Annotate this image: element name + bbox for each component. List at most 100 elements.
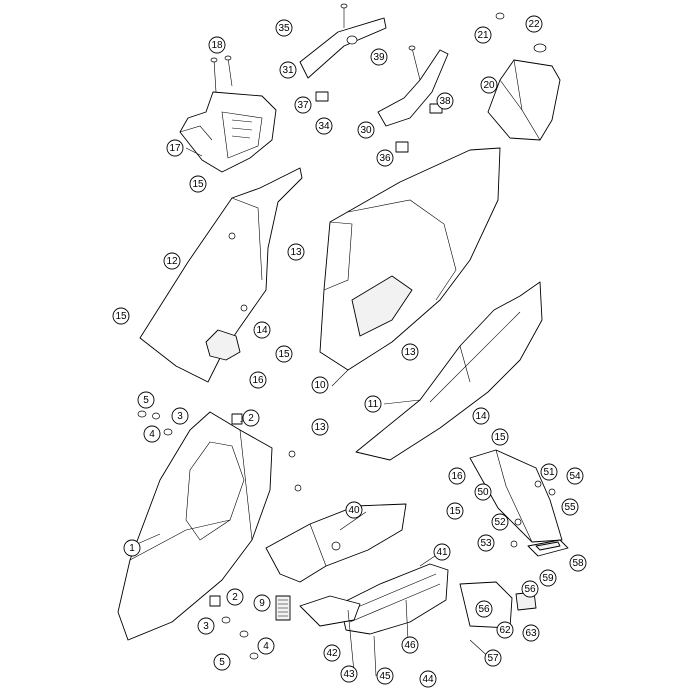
part-callout-4: 4 <box>143 425 161 443</box>
callout-circle <box>401 636 419 654</box>
callout-circle <box>491 513 509 531</box>
callout-circle <box>294 96 312 114</box>
part-callout-56: 56 <box>521 580 539 598</box>
part-callout-45: 45 <box>376 667 394 685</box>
part-callout-3: 3 <box>171 407 189 425</box>
part-callout-36: 36 <box>376 149 394 167</box>
callout-circle <box>242 409 260 427</box>
callout-layer: 1223344559101112131313141415151515151616… <box>112 15 587 688</box>
lower-screws <box>347 599 409 677</box>
callout-number: 57 <box>487 653 499 664</box>
callout-number: 15 <box>278 349 290 360</box>
part-callout-15: 15 <box>112 307 130 325</box>
part-callout-20: 20 <box>480 76 498 94</box>
callout-number: 36 <box>379 153 391 164</box>
callout-number: 15 <box>494 432 506 443</box>
callout-number: 15 <box>115 311 127 322</box>
callout-number: 14 <box>475 411 487 422</box>
fastener-group-lower <box>209 595 259 660</box>
part-callout-56: 56 <box>475 600 493 618</box>
callout-number: 5 <box>143 395 149 406</box>
callout-circle <box>163 252 181 270</box>
part-callout-21: 21 <box>474 26 492 44</box>
fastener-group-upper <box>137 410 173 436</box>
part-callout-17: 17 <box>166 139 184 157</box>
callout-circle <box>401 343 419 361</box>
bracket-screws <box>210 55 233 93</box>
part-callout-40: 40 <box>345 501 363 519</box>
callout-circle <box>275 345 293 363</box>
callout-circle <box>477 534 495 552</box>
part-callout-31: 31 <box>279 61 297 79</box>
callout-number: 13 <box>404 347 416 358</box>
part-callout-63: 63 <box>522 624 540 642</box>
callout-circle <box>323 644 341 662</box>
grab-handle-right-part <box>377 45 449 127</box>
callout-circle <box>340 665 358 683</box>
callout-number: 13 <box>290 247 302 258</box>
callout-number: 15 <box>449 506 461 517</box>
part-callout-41: 41 <box>433 543 451 561</box>
callout-circle <box>226 588 244 606</box>
callout-circle <box>171 407 189 425</box>
callout-number: 59 <box>542 573 554 584</box>
callout-number: 17 <box>169 143 181 154</box>
callout-number: 56 <box>478 604 490 615</box>
callout-number: 45 <box>379 671 391 682</box>
callout-number: 55 <box>564 502 576 513</box>
callout-number: 41 <box>436 547 448 558</box>
callout-circle <box>311 418 329 436</box>
part-callout-15: 15 <box>275 345 293 363</box>
part-callout-18: 18 <box>208 36 226 54</box>
front-fairing-part <box>117 411 302 641</box>
callout-number: 12 <box>166 256 178 267</box>
part-callout-15: 15 <box>189 175 207 193</box>
part-callout-2: 2 <box>226 588 244 606</box>
callout-number: 30 <box>360 125 372 136</box>
callout-circle <box>189 175 207 193</box>
part-callout-16: 16 <box>448 467 466 485</box>
callout-circle <box>143 425 161 443</box>
callout-number: 9 <box>259 598 265 609</box>
lower-guard-part <box>299 563 449 635</box>
part-callout-14: 14 <box>253 321 271 339</box>
callout-number: 13 <box>314 422 326 433</box>
callout-number: 46 <box>404 640 416 651</box>
license-screws <box>510 480 556 548</box>
callout-number: 4 <box>263 641 269 652</box>
callout-number: 10 <box>314 380 326 391</box>
part-callout-55: 55 <box>561 498 579 516</box>
callout-circle <box>419 670 437 688</box>
callout-circle <box>474 483 492 501</box>
upper-cover-part <box>265 503 407 583</box>
callout-circle <box>521 580 539 598</box>
callout-circle <box>539 569 557 587</box>
callout-circle <box>287 243 305 261</box>
part-callout-2: 2 <box>242 409 260 427</box>
callout-circle <box>137 391 155 409</box>
callout-number: 14 <box>256 325 268 336</box>
part-callout-37: 37 <box>294 96 312 114</box>
part-callout-43: 43 <box>340 665 358 683</box>
callout-number: 16 <box>451 471 463 482</box>
part-callout-9: 9 <box>253 594 271 612</box>
part-callout-13: 13 <box>311 418 329 436</box>
callout-number: 44 <box>422 674 434 685</box>
callout-number: 31 <box>282 65 294 76</box>
callout-circle <box>123 539 141 557</box>
callout-circle <box>364 395 382 413</box>
callout-circle <box>370 48 388 66</box>
part-callout-15: 15 <box>491 428 509 446</box>
part-callout-5: 5 <box>213 653 231 671</box>
callout-circle <box>275 19 293 37</box>
part-callout-42: 42 <box>323 644 341 662</box>
callout-circle <box>474 26 492 44</box>
callout-circle <box>446 502 464 520</box>
callout-circle <box>566 467 584 485</box>
part-callout-13: 13 <box>287 243 305 261</box>
part-callout-58: 58 <box>569 554 587 572</box>
side-panel-left-part <box>139 167 303 383</box>
callout-number: 3 <box>177 411 183 422</box>
part-callout-34: 34 <box>315 117 333 135</box>
